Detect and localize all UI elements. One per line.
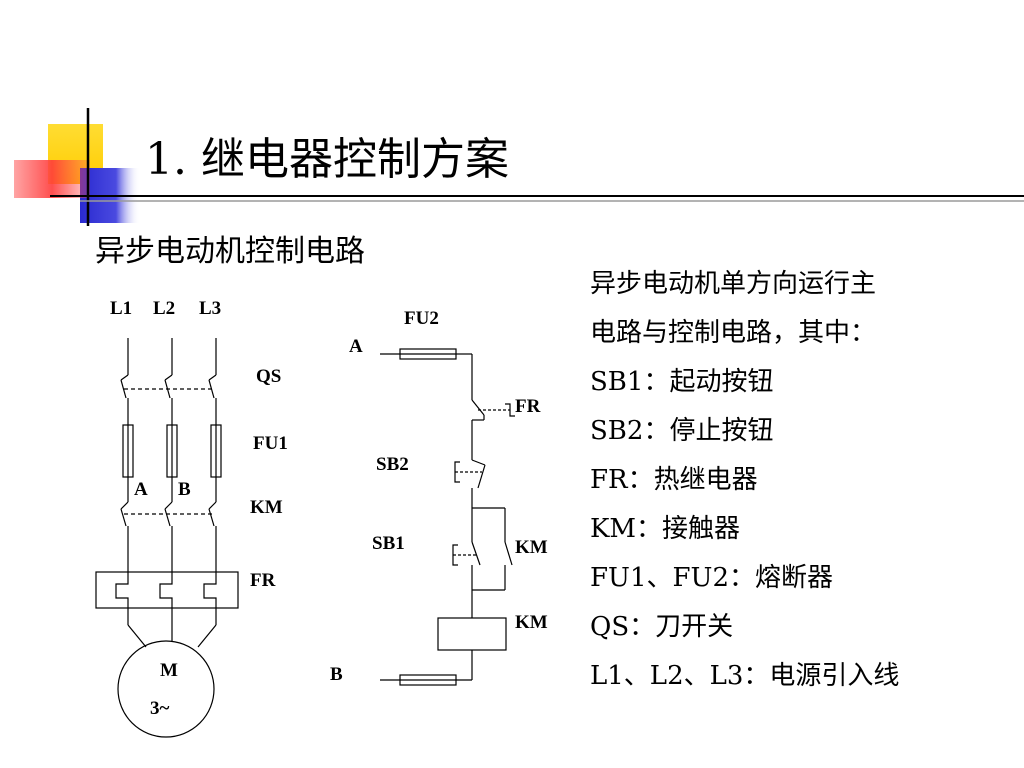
label-node-a: A <box>134 479 148 500</box>
description-line: L1、L2、L3：电源引入线 <box>590 661 900 691</box>
label-sb2: SB2 <box>376 454 409 475</box>
label-motor-phase: 3~ <box>150 698 170 719</box>
main-circuit <box>95 338 239 738</box>
label-l3: L3 <box>199 298 222 319</box>
slide-subtitle: 异步电动机控制电路 <box>95 234 365 269</box>
sb2-stop-button <box>454 459 486 489</box>
km-main-contacts <box>120 501 217 527</box>
label-node-b: B <box>178 479 191 500</box>
km-aux-contact <box>504 541 513 566</box>
fr-nc-contact <box>471 399 515 421</box>
description-block: 异步电动机单方向运行主 电路与控制电路，其中： SB1：起动按钮 SB2：停止按… <box>590 260 899 701</box>
control-circuit <box>380 348 515 686</box>
label-l2: L2 <box>153 298 176 319</box>
sb1-start-button <box>452 541 481 566</box>
label-fr-main: FR <box>250 570 276 591</box>
fu1-fuses <box>122 424 222 478</box>
label-motor: M <box>160 660 178 681</box>
motor-symbol <box>117 640 215 738</box>
label-sb1: SB1 <box>372 533 405 554</box>
qs-switch <box>120 374 217 399</box>
description-line: SB2：停止按钮 <box>590 416 774 446</box>
description-line: FU1、FU2：熔断器 <box>590 563 833 593</box>
label-qs: QS <box>256 366 282 387</box>
fr-thermal-elements <box>95 571 239 609</box>
description-line: QS：刀开关 <box>590 612 734 642</box>
slide-title: 1. 继电器控制方案 <box>145 134 509 185</box>
label-fu2: FU2 <box>404 308 439 329</box>
description-line: 异步电动机单方向运行主 <box>590 269 877 299</box>
description-line: FR：热继电器 <box>590 465 758 495</box>
description-line: 电路与控制电路，其中： <box>590 318 877 348</box>
km-coil <box>437 617 507 651</box>
label-fu1: FU1 <box>253 433 288 454</box>
label-km-aux: KM <box>515 537 548 558</box>
deco-red-bar <box>14 160 90 198</box>
label-km-coil: KM <box>515 612 548 633</box>
description-line: SB1：起动按钮 <box>590 367 774 397</box>
description-line: KM：接触器 <box>590 514 741 544</box>
label-l1: L1 <box>110 298 133 319</box>
label-km-main: KM <box>250 497 283 518</box>
label-control-a: A <box>349 336 363 357</box>
label-fr-contact: FR <box>515 396 541 417</box>
label-control-b: B <box>330 664 343 685</box>
